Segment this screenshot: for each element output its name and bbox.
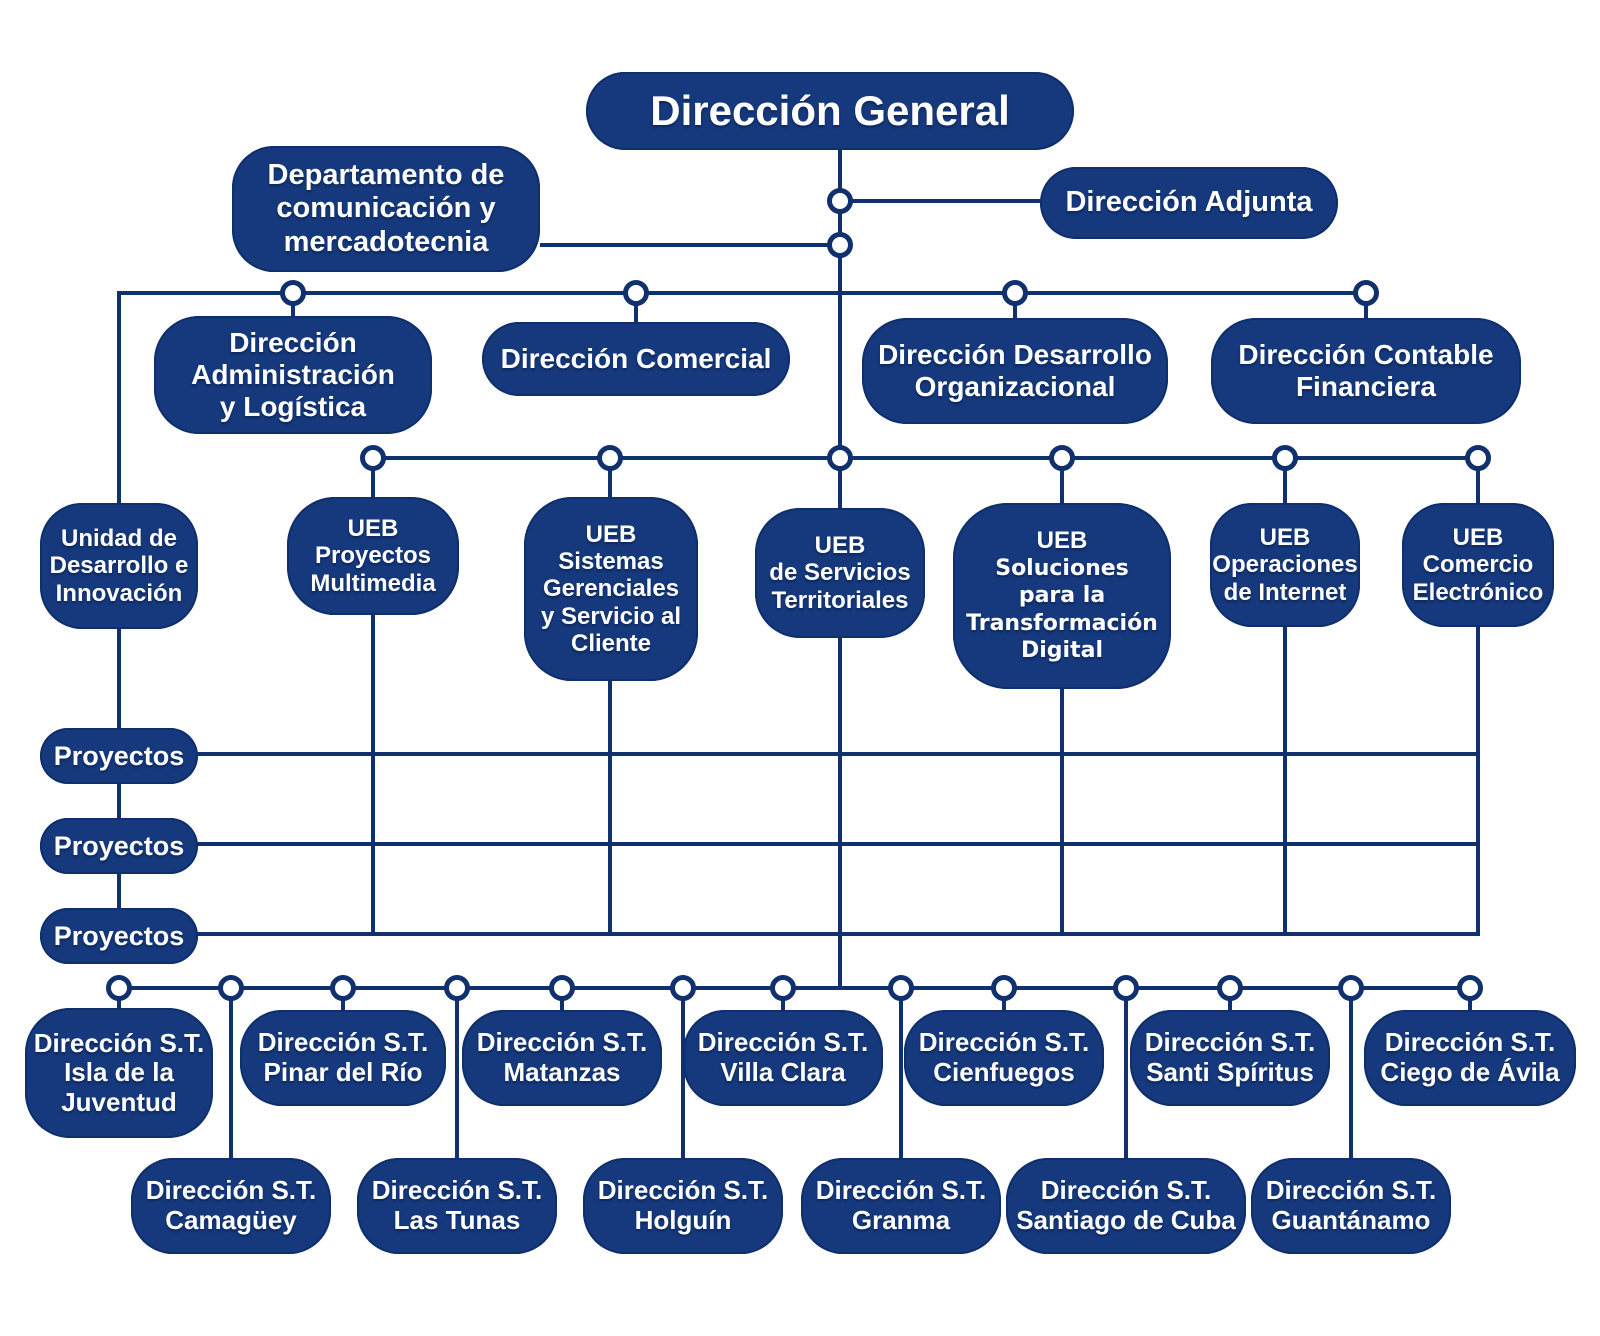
ueb-label: UEB [1036,527,1088,555]
junction-dot-multimedia [360,445,386,471]
node-proyectos-1: Proyectos [40,728,198,784]
stem-santiago [1124,986,1128,1160]
node-direccion-general: Dirección General [586,72,1074,150]
node-ueb-operaciones-internet: UEB Operaciones de Internet [1210,503,1360,627]
junction-dot-santiago [1113,975,1139,1001]
column-operaciones [1283,458,1287,936]
node-st-cienfuegos: Dirección S.T. Cienfuegos [904,1010,1104,1106]
node-ueb-comercio-electronico: UEB Comercio Electrónico [1402,503,1554,627]
junction-dot-sistemas [597,445,623,471]
node-st-holguin: Dirección S.T. Holguín [583,1158,783,1254]
junction-dot-santi-spiritus [1217,975,1243,1001]
node-st-pinar-del-rio: Dirección S.T. Pinar del Río [240,1010,446,1106]
node-st-las-tunas: Dirección S.T. Las Tunas [357,1158,557,1254]
node-ueb-servicios-territoriales: UEB de Servicios Territoriales [755,508,925,638]
node-direccion-administracion-logistica: Dirección Administración y Logística [154,316,432,434]
junction-dot-desarrollo [1002,280,1028,306]
node-unidad-desarrollo-innovacion: Unidad de Desarrollo e Innovación [40,503,198,629]
junction-dot-villa-clara [770,975,796,1001]
node-st-santi-spiritus: Dirección S.T. Santi Spíritus [1130,1010,1330,1106]
connector-adjunta [840,199,1040,203]
column-multimedia [371,458,375,936]
junction-dot-pinar [330,975,356,1001]
stem-desarrollo [1013,293,1017,320]
column-sistemas [608,458,612,936]
node-ueb-proyectos-multimedia: UEB Proyectos Multimedia [287,497,459,615]
node-direccion-adjunta: Dirección Adjunta [1040,167,1338,239]
proyectos-rail-2 [119,842,1478,846]
node-direccion-contable-financiera: Dirección Contable Financiera [1211,318,1521,424]
junction-dot-contable [1353,280,1379,306]
junction-dot-operaciones [1272,445,1298,471]
connector-departamento [540,243,840,247]
node-st-guantanamo: Dirección S.T. Guantánamo [1251,1158,1451,1254]
stem-guantanamo [1349,986,1353,1160]
junction-dot-comercio [1465,445,1491,471]
junction-dot-adjunta [827,188,853,214]
column-comercio [1476,458,1480,936]
junction-dot-admin [280,280,306,306]
junction-dot-departamento [827,232,853,258]
junction-dot-holguin [670,975,696,1001]
junction-dot-isla [106,975,132,1001]
node-proyectos-3: Proyectos [40,908,198,964]
stem-las-tunas [455,986,459,1160]
junction-dot-granma [888,975,914,1001]
node-departamento-comunicacion: Departamento de comunicación y mercadote… [232,146,540,272]
proyectos-rail-3 [119,932,1478,936]
node-st-isla-juventud: Dirección S.T. Isla de la Juventud [25,1008,213,1138]
stem-camaguey [229,986,233,1160]
stem-contable [1364,293,1368,320]
node-st-ciego-avila: Dirección S.T. Ciego de Ávila [1364,1010,1576,1106]
node-st-santiago-cuba: Dirección S.T. Santiago de Cuba [1006,1158,1246,1254]
node-ueb-soluciones-transformacion-digital: UEB Soluciones para la Transformación Di… [953,503,1171,689]
node-st-matanzas: Dirección S.T. Matanzas [462,1010,662,1106]
connector-direcciones-rail [117,291,1366,295]
junction-dot-cienfuegos [991,975,1017,1001]
node-ueb-sistemas-gerenciales: UEB Sistemas Gerenciales y Servicio al C… [524,497,698,681]
node-direccion-desarrollo-organizacional: Dirección Desarrollo Organizacional [862,318,1168,424]
stem-comercial [634,293,638,324]
junction-dot-guantanamo [1338,975,1364,1001]
junction-dot-soluciones [1049,445,1075,471]
junction-dot-ciego [1457,975,1483,1001]
node-st-villa-clara: Dirección S.T. Villa Clara [683,1010,883,1106]
node-st-granma: Dirección S.T. Granma [801,1158,1001,1254]
junction-dot-matanzas [549,975,575,1001]
column-soluciones [1060,458,1064,936]
stem-granma [899,986,903,1160]
node-st-camaguey: Dirección S.T. Camagüey [131,1158,331,1254]
connector-ueb-rail [373,456,1478,460]
junction-dot-las-tunas [444,975,470,1001]
proyectos-rail-1 [119,752,1478,756]
junction-dot-camaguey [218,975,244,1001]
ueb-sublabel: Soluciones para la Transformación Digita… [966,555,1158,664]
junction-dot-territoriales [827,445,853,471]
junction-dot-comercial [623,280,649,306]
node-direccion-comercial: Dirección Comercial [482,322,790,396]
node-proyectos-2: Proyectos [40,818,198,874]
